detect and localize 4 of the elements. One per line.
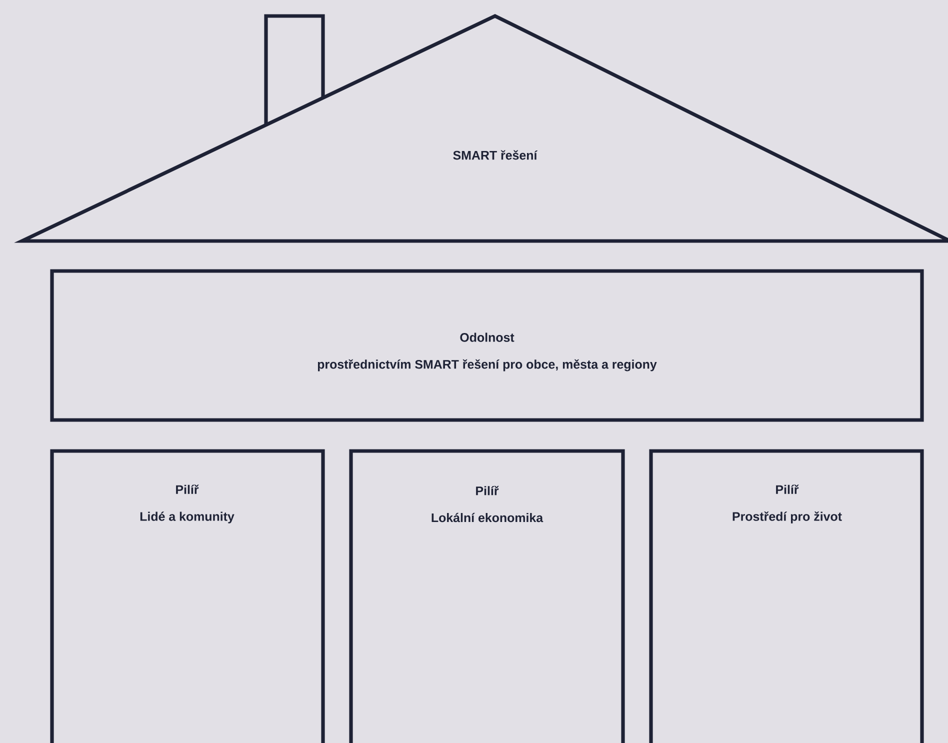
pillar-box: Pilíř Lokální ekonomika xyxy=(349,449,625,743)
pillar-box: Pilíř Prostředí pro život xyxy=(649,449,924,743)
pillar-box: Pilíř Lidé a komunity xyxy=(50,449,325,743)
band-box: Odolnost prostřednictvím SMART řešení pro obce, města a regiony xyxy=(50,269,924,422)
